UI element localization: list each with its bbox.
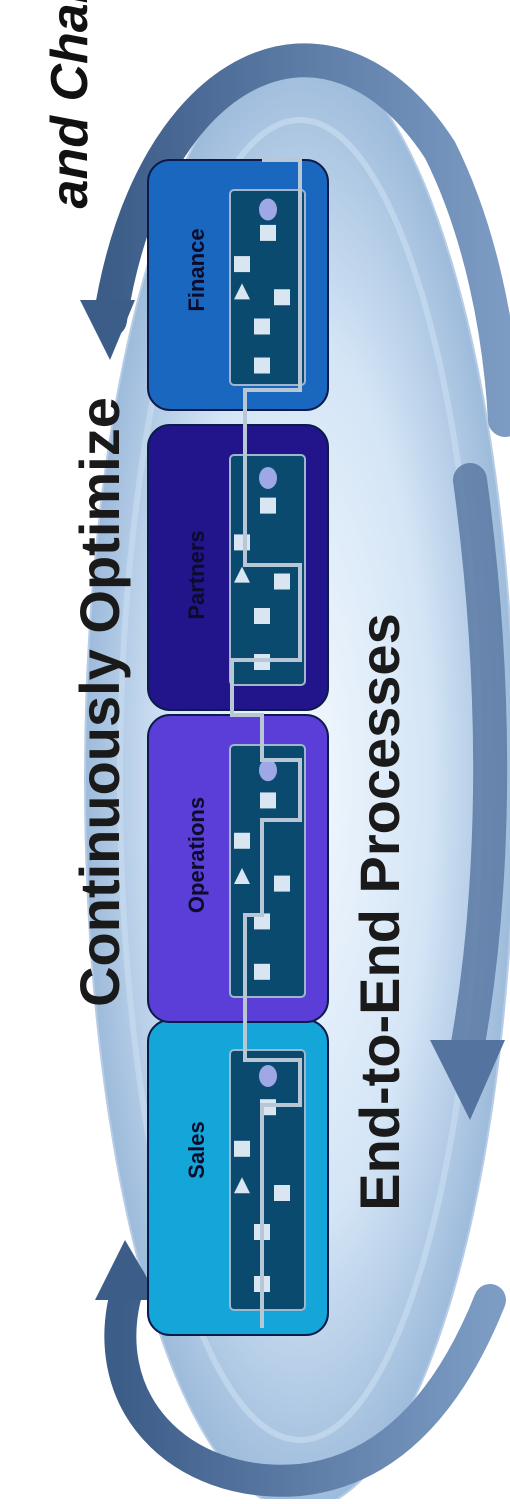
page-title: and Chan: [41, 0, 99, 209]
dept-label-operations: Operations: [184, 796, 209, 914]
cycle-arrow-top-head: [80, 300, 135, 360]
process-node-finance-3: [274, 289, 290, 306]
process-node-sales-2: [234, 1177, 250, 1194]
process-node-operations-6: [259, 759, 277, 782]
process-node-finance-5: [260, 224, 276, 241]
process-panel-partners: [229, 454, 306, 686]
cycle-arrow-right: [448, 463, 508, 1077]
process-node-sales-3: [274, 1185, 290, 1201]
process-node-operations-4: [234, 832, 250, 849]
dept-label-finance: Finance: [184, 228, 209, 312]
cycle-arrow-bottom: [104, 1264, 506, 1497]
process-panel-finance: [229, 189, 306, 386]
process-node-finance-0: [254, 357, 270, 374]
process-node-operations-5: [260, 792, 276, 809]
process-node-operations-3: [274, 875, 290, 892]
process-node-finance-1: [254, 318, 270, 335]
process-node-finance-4: [234, 256, 250, 273]
process-node-partners-2: [234, 566, 250, 583]
dept-label-partners: Partners: [184, 530, 209, 620]
process-node-partners-4: [234, 534, 250, 551]
process-panel-sales: [229, 1049, 306, 1311]
process-node-finance-6: [259, 198, 277, 221]
cycle-arrow-bottom-head: [95, 1240, 160, 1300]
process-node-sales-4: [234, 1140, 250, 1157]
label-end-to-end-processes: End-to-End Processes: [348, 613, 411, 1211]
process-node-operations-0: [254, 963, 270, 980]
process-node-operations-2: [234, 868, 250, 885]
process-node-sales-6: [259, 1065, 277, 1087]
process-node-partners-5: [260, 497, 276, 514]
process-node-partners-1: [254, 608, 270, 624]
process-connector: [230, 158, 302, 1328]
label-continuously-optimize: Continuously Optimize: [68, 397, 131, 1007]
cycle-arrow-right-head: [430, 1040, 505, 1120]
process-node-partners-6: [259, 467, 277, 489]
process-node-operations-1: [254, 913, 270, 930]
process-node-finance-2: [234, 283, 250, 300]
process-node-partners-3: [274, 573, 290, 590]
dept-label-sales: Sales: [184, 1121, 209, 1179]
process-panel-operations: [229, 744, 306, 998]
cycle-arrow-top: [93, 43, 510, 437]
